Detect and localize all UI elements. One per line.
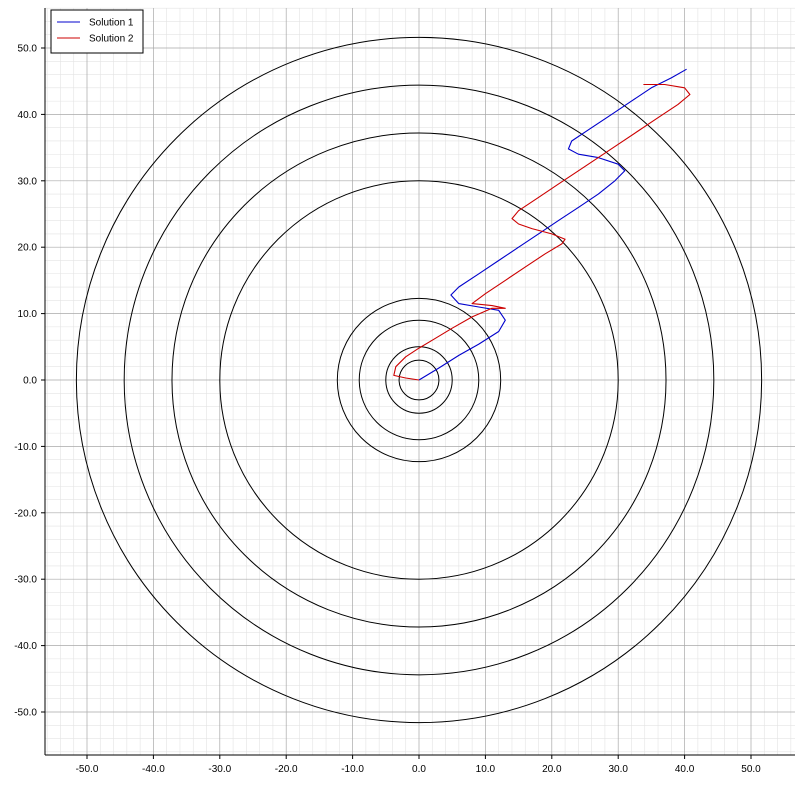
x-tick-label: 50.0 — [741, 764, 761, 775]
x-tick-label: -30.0 — [208, 764, 231, 775]
circle — [385, 346, 453, 414]
x-tick-label: 30.0 — [608, 764, 628, 775]
circle — [358, 319, 480, 441]
x-tick-label: -50.0 — [76, 764, 99, 775]
circle — [336, 297, 502, 463]
y-tick-label: -40.0 — [14, 641, 37, 652]
y-tick-label: -30.0 — [14, 575, 37, 586]
y-tick-label: 20.0 — [18, 243, 38, 254]
legend-label-solution-1: Solution 1 — [89, 18, 134, 29]
circle — [171, 132, 667, 628]
circle — [75, 36, 763, 724]
circle — [398, 359, 440, 401]
series-layer — [393, 68, 691, 381]
y-tick-label: -50.0 — [14, 708, 37, 719]
legend: Solution 1 Solution 2 — [50, 9, 144, 54]
x-tick-label: 20.0 — [542, 764, 562, 775]
x-ticks: -50.0 -40.0 -30.0 -20.0 -10.0 0.0 10.0 20.0 30.0… — [76, 755, 761, 775]
series-line-2 — [393, 83, 691, 381]
y-tick-label: 30.0 — [18, 176, 38, 187]
circles-layer — [75, 36, 763, 724]
x-tick-label: -20.0 — [275, 764, 298, 775]
legend-label-solution-2: Solution 2 — [89, 34, 134, 45]
y-ticks: 50.0 40.0 30.0 20.0 10.0 0.0 -10.0 -20.0 -30.0 -4… — [14, 44, 45, 719]
x-tick-label: -10.0 — [341, 764, 364, 775]
y-tick-label: -10.0 — [14, 442, 37, 453]
circle — [219, 180, 619, 580]
y-tick-label: 50.0 — [18, 44, 38, 55]
y-tick-label: 10.0 — [18, 309, 38, 320]
y-tick-label: 40.0 — [18, 110, 38, 121]
x-tick-label: 0.0 — [412, 764, 426, 775]
series-line-1 — [418, 68, 687, 381]
y-tick-label: -20.0 — [14, 508, 37, 519]
minor-grid — [45, 7, 795, 755]
legend-box — [50, 9, 144, 54]
x-tick-label: 10.0 — [476, 764, 496, 775]
x-tick-label: 40.0 — [675, 764, 695, 775]
circle — [123, 84, 715, 676]
y-tick-label: 0.0 — [23, 376, 37, 387]
x-tick-label: -40.0 — [142, 764, 165, 775]
axes — [44, 8, 795, 756]
